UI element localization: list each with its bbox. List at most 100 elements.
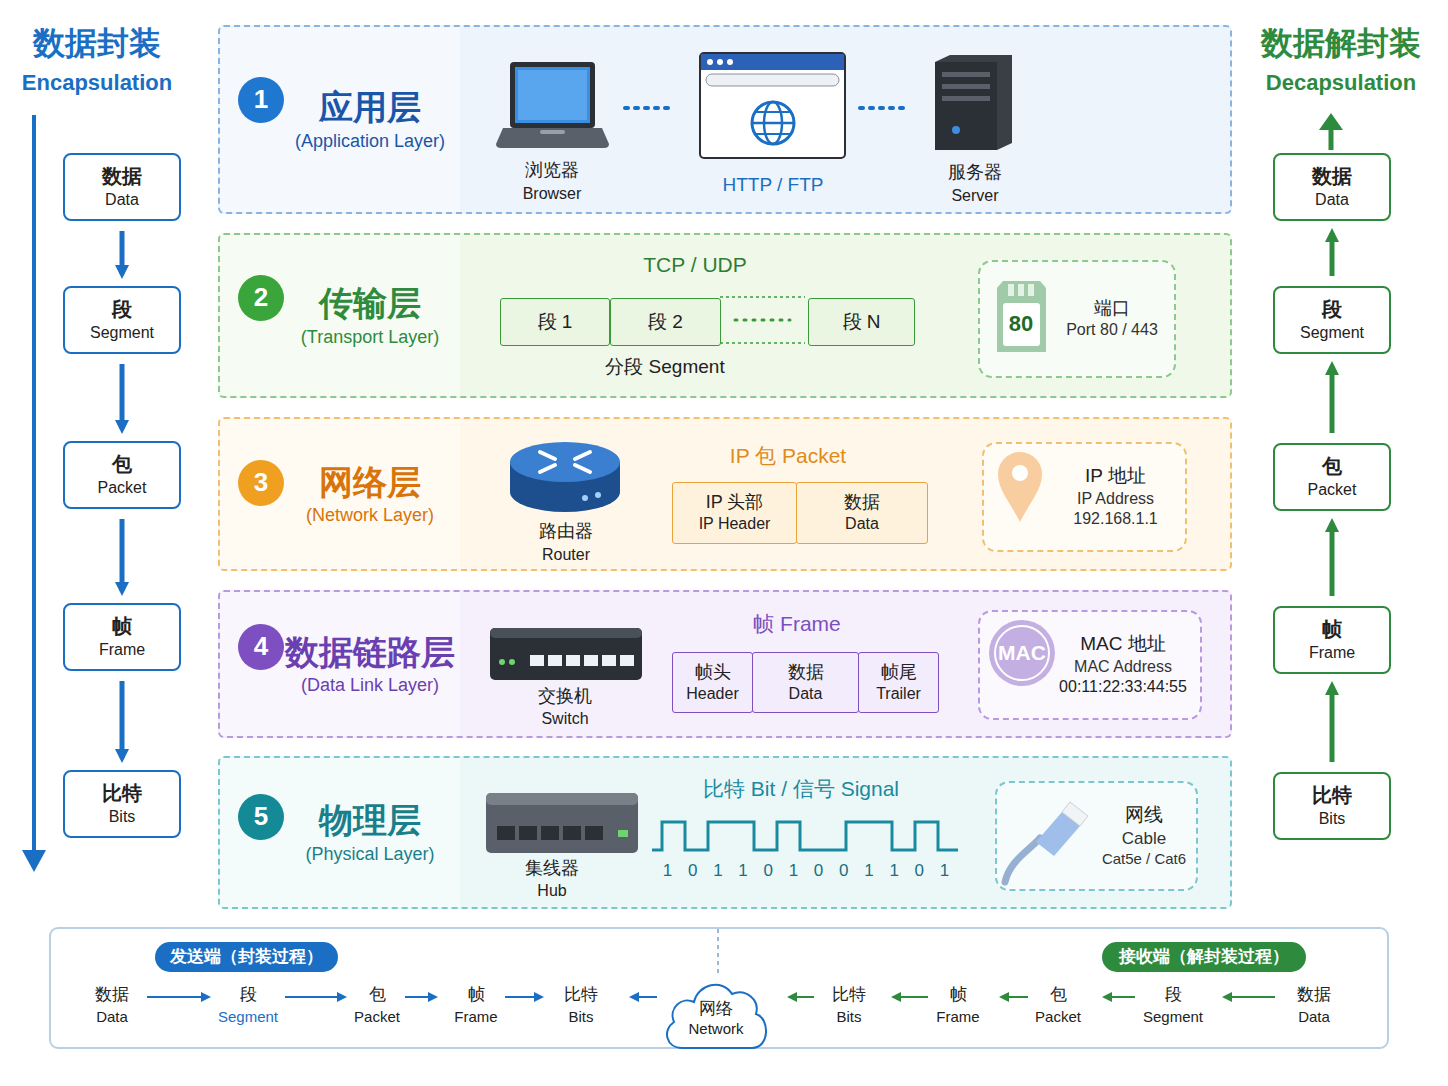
stage-box: 包Packet bbox=[1273, 443, 1391, 511]
node-title: 段 N bbox=[843, 310, 881, 334]
label-text: Packet bbox=[354, 1008, 400, 1026]
label-text: 浏览器 bbox=[525, 160, 579, 182]
flow-arrow bbox=[120, 519, 125, 591]
label-text: 比特 Bit / 信号 Signal bbox=[703, 776, 899, 801]
label-text: 段 bbox=[1165, 985, 1182, 1005]
node-subtitle: IP Address bbox=[1077, 489, 1154, 509]
header-cell: 数据Data bbox=[752, 652, 859, 713]
label-text: 帧 bbox=[468, 985, 485, 1005]
label-text: 数据 bbox=[1297, 985, 1331, 1005]
node-title: 比特 bbox=[1312, 783, 1352, 809]
header-cell: IP 头部IP Header bbox=[672, 482, 797, 544]
node-subtitle: Segment bbox=[90, 323, 154, 343]
flow-arrow bbox=[1330, 366, 1335, 433]
label-text: TCP / UDP bbox=[643, 252, 746, 277]
node-title: 5 bbox=[254, 800, 268, 833]
layer-number: 4 bbox=[238, 624, 284, 670]
label-text: IP 包 Packet bbox=[730, 443, 846, 468]
stage-box: 段Segment bbox=[63, 286, 181, 354]
node-subtitle: (Transport Layer) bbox=[301, 326, 439, 349]
label-text: Encapsulation bbox=[22, 70, 172, 96]
layer-band: 网络层(Network Layer)3IP 头部IP Header数据DataI… bbox=[218, 417, 1232, 571]
info-box: 端口Port 80 / 443 bbox=[978, 260, 1176, 378]
flow-arrow bbox=[1330, 233, 1335, 276]
label-text: Frame bbox=[454, 1008, 497, 1026]
node-title: 物理层 bbox=[319, 799, 421, 843]
layer-number: 5 bbox=[238, 794, 284, 840]
label-text: Bits bbox=[836, 1008, 861, 1026]
node-title: 应用层 bbox=[319, 86, 421, 130]
stage-box: 数据Data bbox=[63, 153, 181, 221]
node-subtitle: Packet bbox=[1308, 480, 1357, 500]
stage-box: 帧Frame bbox=[63, 603, 181, 671]
node-subtitle: Port 80 / 443 bbox=[1066, 320, 1158, 340]
node-subtitle: Bits bbox=[109, 807, 136, 827]
label-text: Decapsulation bbox=[1266, 70, 1416, 96]
node-title: 传输层 bbox=[319, 282, 421, 326]
node-subtitle: 00:11:22:33:44:55 bbox=[1059, 677, 1187, 697]
node-title: 帧头 bbox=[695, 661, 731, 684]
node-subtitle: MAC Address bbox=[1074, 657, 1172, 677]
label-text: Browser bbox=[523, 184, 582, 203]
label-text: Segment bbox=[1143, 1008, 1203, 1026]
label-text: 80 bbox=[1009, 311, 1033, 337]
label-text: Switch bbox=[541, 709, 588, 728]
label-text: 比特 bbox=[832, 985, 866, 1005]
node-title: 数据 bbox=[844, 491, 880, 514]
node-title: 发送端（封装过程） bbox=[170, 946, 323, 968]
node-title: 2 bbox=[254, 281, 268, 314]
process-pill: 发送端（封装过程） bbox=[155, 942, 338, 972]
node-title: 数据 bbox=[102, 164, 142, 190]
node-title: 包 bbox=[1322, 454, 1342, 480]
node-subtitle: Frame bbox=[1309, 643, 1355, 663]
header-cell: 段 N bbox=[808, 298, 915, 346]
stage-box: 段Segment bbox=[1273, 286, 1391, 354]
node-title: 数据链路层 bbox=[285, 631, 455, 675]
label-text: 交换机 bbox=[538, 686, 592, 708]
node-subtitle: Data bbox=[845, 514, 879, 534]
layer-band: 数据链路层(Data Link Layer) 4 帧头Header 数据Data帧尾T… bbox=[218, 590, 1232, 738]
label-text: 分段 Segment bbox=[605, 356, 724, 379]
stage-box: 数据Data bbox=[1273, 153, 1391, 221]
stage-box: 比特Bits bbox=[1273, 772, 1391, 840]
node-title: 比特 bbox=[102, 781, 142, 807]
info-box: 网线CableCat5e / Cat6 bbox=[995, 781, 1198, 891]
label-text: Bits bbox=[568, 1008, 593, 1026]
label-text: Frame bbox=[936, 1008, 979, 1026]
label-text: Data bbox=[1298, 1008, 1330, 1026]
node-title: MAC 地址 bbox=[1080, 632, 1166, 656]
label-text: 比特 bbox=[564, 985, 598, 1005]
node-title: 端口 bbox=[1094, 297, 1130, 320]
node-title: 接收端（解封装过程） bbox=[1119, 946, 1289, 968]
flow-arrow bbox=[1330, 686, 1335, 762]
node-subtitle: Segment bbox=[1300, 323, 1364, 343]
label-text: Router bbox=[542, 545, 590, 564]
label-text: MAC bbox=[998, 640, 1046, 665]
flow-arrow bbox=[120, 231, 125, 274]
node-subtitle: Cat5e / Cat6 bbox=[1102, 849, 1186, 868]
node-subtitle: IP Header bbox=[699, 514, 771, 534]
node-title: 3 bbox=[254, 466, 268, 499]
node-title: 帧 bbox=[112, 614, 132, 640]
node-subtitle: 192.168.1.1 bbox=[1073, 509, 1158, 529]
node-title: 段 2 bbox=[648, 310, 683, 334]
header-cell: 段 2 bbox=[610, 298, 721, 346]
label-text: 服务器 bbox=[948, 162, 1002, 184]
node-title: IP 头部 bbox=[706, 491, 764, 514]
label-text: Hub bbox=[537, 881, 566, 900]
node-subtitle: (Data Link Layer) bbox=[301, 674, 439, 697]
label-text: 数据封装 bbox=[33, 24, 161, 62]
layer-number: 1 bbox=[238, 77, 284, 123]
info-box: MAC 地址MAC Address00:11:22:33:44:55 bbox=[978, 610, 1202, 720]
layer-number: 2 bbox=[238, 275, 284, 321]
flow-arrow bbox=[1330, 523, 1335, 596]
node-title: 网络层 bbox=[319, 461, 421, 505]
header-cell: 数据Data bbox=[796, 482, 928, 544]
node-title: 段 bbox=[1322, 297, 1342, 323]
flow-arrow bbox=[120, 364, 125, 429]
stage-box: 比特Bits bbox=[63, 770, 181, 838]
label-text: 段 bbox=[240, 985, 257, 1005]
header-cell: 帧尾Trailer bbox=[858, 652, 939, 713]
node-subtitle: Header bbox=[686, 684, 738, 704]
label-text: Packet bbox=[1035, 1008, 1081, 1026]
